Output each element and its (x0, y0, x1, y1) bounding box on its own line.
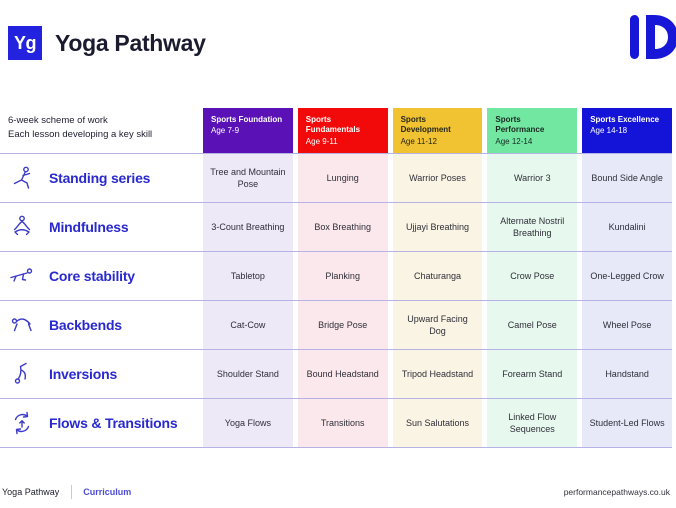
row-label-core-stability: Core stability (0, 252, 198, 300)
cell-backbends-foundation: Cat-Cow (203, 301, 293, 349)
table-row: Backbends Cat-Cow Bridge Pose Upward Fac… (0, 301, 672, 350)
yoga-pathway-logo: Yg (8, 26, 42, 60)
cell-core-fundamentals: Planking (297, 252, 388, 300)
cell-standing-development: Warrior Poses (392, 154, 483, 202)
cell-core-foundation: Tabletop (203, 252, 293, 300)
column-header-sports-development: Sports Development Age 11-12 (392, 108, 483, 153)
curriculum-table: 6-week scheme of work Each lesson develo… (0, 108, 676, 448)
cell-backbends-excellence: Wheel Pose (582, 301, 672, 349)
inversion-icon (8, 361, 36, 387)
meditation-icon (8, 214, 36, 240)
cell-mindfulness-foundation: 3-Count Breathing (203, 203, 293, 251)
scheme-intro: 6-week scheme of work Each lesson develo… (0, 108, 198, 153)
column-header-sports-fundamentals: Sports Fundamentals Age 9-11 (297, 108, 388, 153)
cell-inversions-performance: Forearm Stand (487, 350, 578, 398)
cell-mindfulness-excellence: Kundalini (582, 203, 672, 251)
standing-pose-icon (8, 165, 36, 191)
row-label-inversions: Inversions (0, 350, 198, 398)
cell-standing-excellence: Bound Side Angle (582, 154, 672, 202)
cell-core-excellence: One-Legged Crow (582, 252, 672, 300)
cell-standing-fundamentals: Lunging (297, 154, 388, 202)
footer-website-link[interactable]: performancepathways.co.uk (563, 487, 670, 497)
page-title: Yoga Pathway (55, 29, 206, 56)
cell-inversions-development: Tripod Headstand (392, 350, 483, 398)
table-row: Standing series Tree and Mountain Pose L… (0, 154, 672, 203)
cell-backbends-fundamentals: Bridge Pose (297, 301, 388, 349)
row-label-mindfulness: Mindfulness (0, 203, 198, 251)
table-row: Inversions Shoulder Stand Bound Headstan… (0, 350, 672, 399)
table-row: Mindfulness 3-Count Breathing Box Breath… (0, 203, 672, 252)
footer: Yoga Pathway Curriculum performancepathw… (2, 485, 670, 499)
cell-inversions-excellence: Handstand (582, 350, 672, 398)
cell-backbends-performance: Camel Pose (487, 301, 578, 349)
scheme-intro-line1: 6-week scheme of work (8, 115, 108, 126)
table-header-row: 6-week scheme of work Each lesson develo… (0, 108, 672, 154)
cell-flows-excellence: Student-Led Flows (582, 399, 672, 447)
footer-divider (71, 485, 73, 499)
cell-inversions-foundation: Shoulder Stand (203, 350, 293, 398)
footer-brand-label: Yoga Pathway (2, 487, 60, 497)
table-row: Core stability Tabletop Planking Chatura… (0, 252, 672, 301)
performance-pathways-p-icon (628, 12, 676, 67)
column-header-sports-excellence: Sports Excellence Age 14-18 (582, 108, 672, 153)
cell-core-development: Chaturanga (392, 252, 483, 300)
cell-flows-development: Sun Salutations (392, 399, 483, 447)
cell-mindfulness-performance: Alternate Nostril Breathing (487, 203, 578, 251)
top-bar: Yg Yoga Pathway (8, 26, 206, 60)
table-row: Flows & Transitions Yoga Flows Transitio… (0, 399, 672, 448)
scheme-intro-line2: Each lesson developing a key skill (8, 129, 153, 141)
cell-backbends-development: Upward Facing Dog (392, 301, 483, 349)
flow-cycle-icon (8, 410, 36, 436)
row-label-backbends: Backbends (0, 301, 198, 349)
row-label-flows-transitions: Flows & Transitions (0, 399, 198, 447)
cell-standing-performance: Warrior 3 (487, 154, 578, 202)
cell-flows-performance: Linked Flow Sequences (487, 399, 578, 447)
row-label-standing-series: Standing series (0, 154, 198, 202)
logo-text: Yg (13, 32, 37, 53)
cell-core-performance: Crow Pose (487, 252, 578, 300)
cell-standing-foundation: Tree and Mountain Pose (203, 154, 293, 202)
footer-curriculum-link[interactable]: Curriculum (83, 487, 132, 497)
cell-mindfulness-development: Ujjayi Breathing (392, 203, 483, 251)
column-header-sports-foundation: Sports Foundation Age 7-9 (203, 108, 293, 153)
plank-icon (8, 263, 36, 289)
backbend-icon (8, 312, 36, 338)
cell-inversions-fundamentals: Bound Headstand (297, 350, 388, 398)
cell-flows-fundamentals: Transitions (297, 399, 388, 447)
cell-flows-foundation: Yoga Flows (203, 399, 293, 447)
cell-mindfulness-fundamentals: Box Breathing (297, 203, 388, 251)
column-header-sports-performance: Sports Performance Age 12-14 (487, 108, 578, 153)
